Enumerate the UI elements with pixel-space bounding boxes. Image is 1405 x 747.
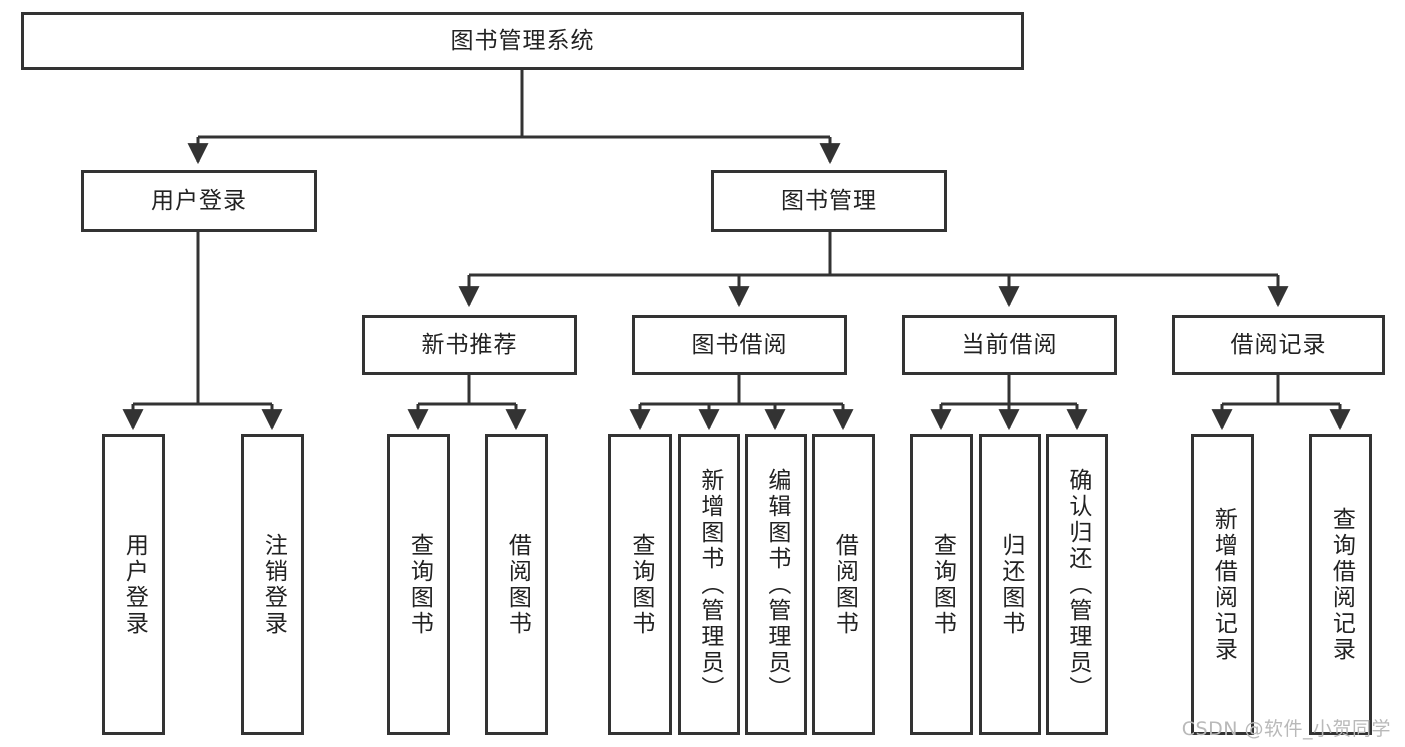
- leaf-recommend-query-book[interactable]: 查询图书: [387, 434, 450, 735]
- leaf-borrow-add-book-admin[interactable]: 新增图书（管理员）: [678, 434, 740, 735]
- node-label: 用户登录: [151, 187, 247, 214]
- node-borrow-record[interactable]: 借阅记录: [1172, 315, 1385, 375]
- leaf-recommend-borrow-book[interactable]: 借阅图书: [485, 434, 548, 735]
- leaf-current-return-book[interactable]: 归还图书: [979, 434, 1041, 735]
- leaf-current-query-book[interactable]: 查询图书: [910, 434, 973, 735]
- node-label: 确认归还（管理员）: [1064, 467, 1091, 702]
- leaf-user-login-logout[interactable]: 注销登录: [241, 434, 304, 735]
- node-label: 借阅图书: [504, 532, 531, 637]
- leaf-borrow-edit-book-admin[interactable]: 编辑图书（管理员）: [745, 434, 807, 735]
- node-current-borrow[interactable]: 当前借阅: [902, 315, 1117, 375]
- node-book-management[interactable]: 图书管理: [711, 170, 947, 232]
- node-label: 借阅图书: [831, 532, 858, 637]
- node-label: 查询图书: [627, 532, 654, 637]
- node-label: 当前借阅: [961, 331, 1058, 358]
- node-label: 查询图书: [929, 532, 956, 637]
- node-root-book-management-system[interactable]: 图书管理系统: [21, 12, 1024, 70]
- node-label: 新增借阅记录: [1210, 506, 1237, 663]
- node-label: 用户登录: [121, 532, 148, 637]
- node-label: 新增图书（管理员）: [696, 467, 723, 702]
- node-label: 新书推荐: [421, 331, 518, 358]
- node-label: 查询借阅记录: [1328, 506, 1355, 663]
- leaf-borrow-borrow-book[interactable]: 借阅图书: [812, 434, 875, 735]
- node-label: 归还图书: [997, 532, 1024, 637]
- node-label: 图书管理系统: [450, 27, 595, 54]
- node-new-book-recommend[interactable]: 新书推荐: [362, 315, 577, 375]
- node-label: 图书借阅: [691, 331, 788, 358]
- node-book-borrow[interactable]: 图书借阅: [632, 315, 847, 375]
- node-label: 借阅记录: [1230, 331, 1327, 358]
- leaf-user-login-login[interactable]: 用户登录: [102, 434, 165, 735]
- leaf-borrow-query-book[interactable]: 查询图书: [608, 434, 672, 735]
- leaf-record-query-record[interactable]: 查询借阅记录: [1309, 434, 1372, 735]
- node-label: 注销登录: [260, 532, 287, 637]
- leaf-record-add-record[interactable]: 新增借阅记录: [1191, 434, 1254, 735]
- node-label: 查询图书: [406, 532, 433, 637]
- leaf-current-confirm-return-admin[interactable]: 确认归还（管理员）: [1046, 434, 1108, 735]
- node-user-login[interactable]: 用户登录: [81, 170, 317, 232]
- node-label: 编辑图书（管理员）: [763, 467, 790, 702]
- node-label: 图书管理: [781, 187, 877, 214]
